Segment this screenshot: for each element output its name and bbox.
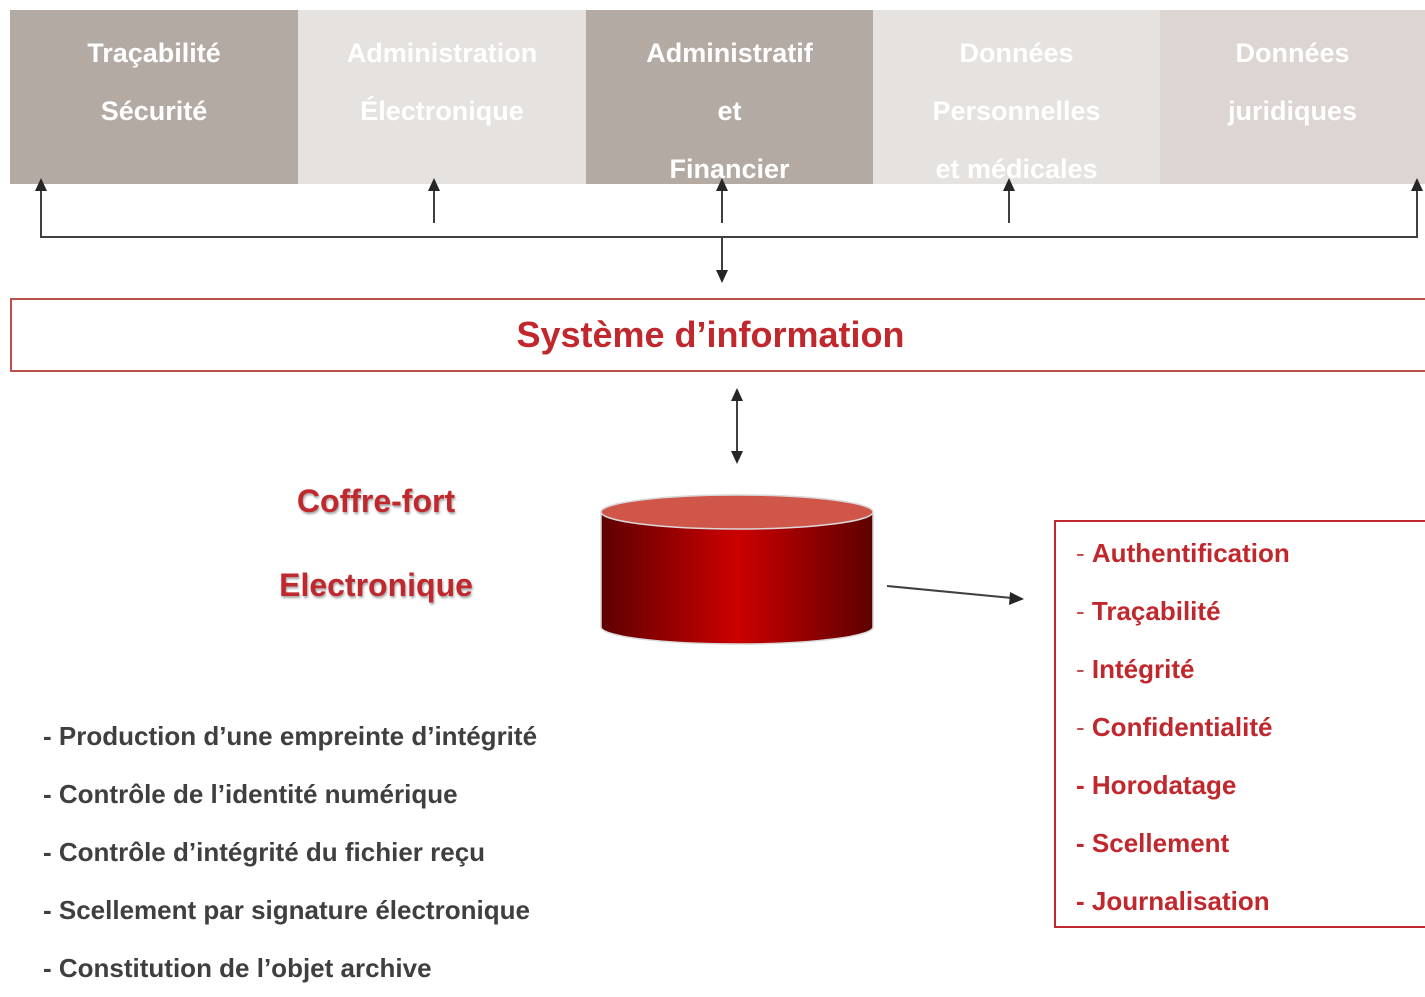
- feature-item: - Constitution de l’objet archive: [43, 953, 432, 983]
- domain-box-line: juridiques: [1227, 96, 1357, 126]
- property-item: - Scellement: [1076, 814, 1425, 872]
- property-dash: -: [1076, 596, 1085, 626]
- property-item: - Horodatage: [1076, 756, 1425, 814]
- property-label: Intégrité: [1091, 654, 1195, 684]
- domain-box-line: Personnelles: [932, 96, 1101, 126]
- domain-box-administratif: Administratif et Financier: [586, 10, 873, 184]
- property-label: Horodatage: [1091, 770, 1237, 800]
- domain-box-donnees-juridiques: Données juridiques: [1160, 10, 1425, 184]
- arrow-up-icon: [731, 388, 743, 401]
- domain-box-line: et: [717, 96, 742, 126]
- domain-box-line: Traçabilité: [87, 38, 221, 68]
- property-label: Authentification: [1091, 538, 1290, 568]
- arrow-up-icon: [1003, 178, 1015, 191]
- information-system-title: Système d’information: [516, 314, 905, 355]
- domain-box-line: Électronique: [360, 96, 524, 126]
- feature-item: - Scellement par signature électronique: [43, 895, 530, 925]
- domain-box-line: et médicales: [935, 154, 1098, 184]
- information-system-box: Système d’information: [10, 298, 1425, 372]
- arrow-down-icon: [731, 451, 743, 464]
- property-dash: -: [1076, 712, 1085, 742]
- property-dash: -: [1076, 654, 1085, 684]
- property-dash: -: [1076, 886, 1085, 916]
- bus-connector-line: [40, 190, 1418, 238]
- property-label: Scellement: [1091, 828, 1230, 858]
- vault-title-line: Coffre-fort: [296, 483, 456, 519]
- connector-line: [886, 585, 1013, 599]
- arrow-up-icon: [716, 178, 728, 191]
- arrow-down-icon: [716, 270, 728, 283]
- property-item: - Authentification: [1076, 524, 1425, 582]
- domain-box-line: Sécurité: [100, 96, 208, 126]
- database-cylinder-icon: [600, 494, 874, 645]
- arrow-up-icon: [1411, 178, 1423, 191]
- property-label: Journalisation: [1091, 886, 1270, 916]
- domain-box-line: Données: [959, 38, 1074, 68]
- feature-item: - Production d’une empreinte d’intégrité: [43, 721, 538, 751]
- property-item: - Journalisation: [1076, 872, 1425, 930]
- property-label: Traçabilité: [1091, 596, 1221, 626]
- property-dash: -: [1076, 538, 1085, 568]
- domain-box-administration: Administration Électronique: [298, 10, 586, 184]
- property-item: - Intégrité: [1076, 640, 1425, 698]
- security-properties-box: - Authentification - Traçabilité - Intég…: [1054, 520, 1425, 928]
- vault-features-list: - Production d’une empreinte d’intégrité…: [43, 707, 537, 997]
- feature-item: - Contrôle de l’identité numérique: [43, 779, 458, 809]
- property-label: Confidentialité: [1091, 712, 1273, 742]
- property-item: - Confidentialité: [1076, 698, 1425, 756]
- vault-title-line: Electronique: [279, 567, 473, 603]
- domain-box-line: Données: [1235, 38, 1350, 68]
- vault-title: Coffre-fort Electronique: [226, 472, 526, 640]
- arrow-up-icon: [428, 178, 440, 191]
- domain-box-tracabilite: Traçabilité Sécurité: [10, 10, 298, 184]
- domain-box-donnees-personnelles: Données Personnelles et médicales: [873, 10, 1160, 184]
- property-dash: -: [1076, 770, 1085, 800]
- feature-item: - Contrôle d’intégrité du fichier reçu: [43, 837, 486, 867]
- domain-box-line: Administration: [346, 38, 538, 68]
- arrow-right-icon: [1009, 592, 1024, 605]
- domain-box-line: Administratif: [646, 38, 813, 68]
- property-dash: -: [1076, 828, 1085, 858]
- domain-box-line: Financier: [669, 154, 790, 184]
- property-item: - Traçabilité: [1076, 582, 1425, 640]
- arrow-up-icon: [35, 178, 47, 191]
